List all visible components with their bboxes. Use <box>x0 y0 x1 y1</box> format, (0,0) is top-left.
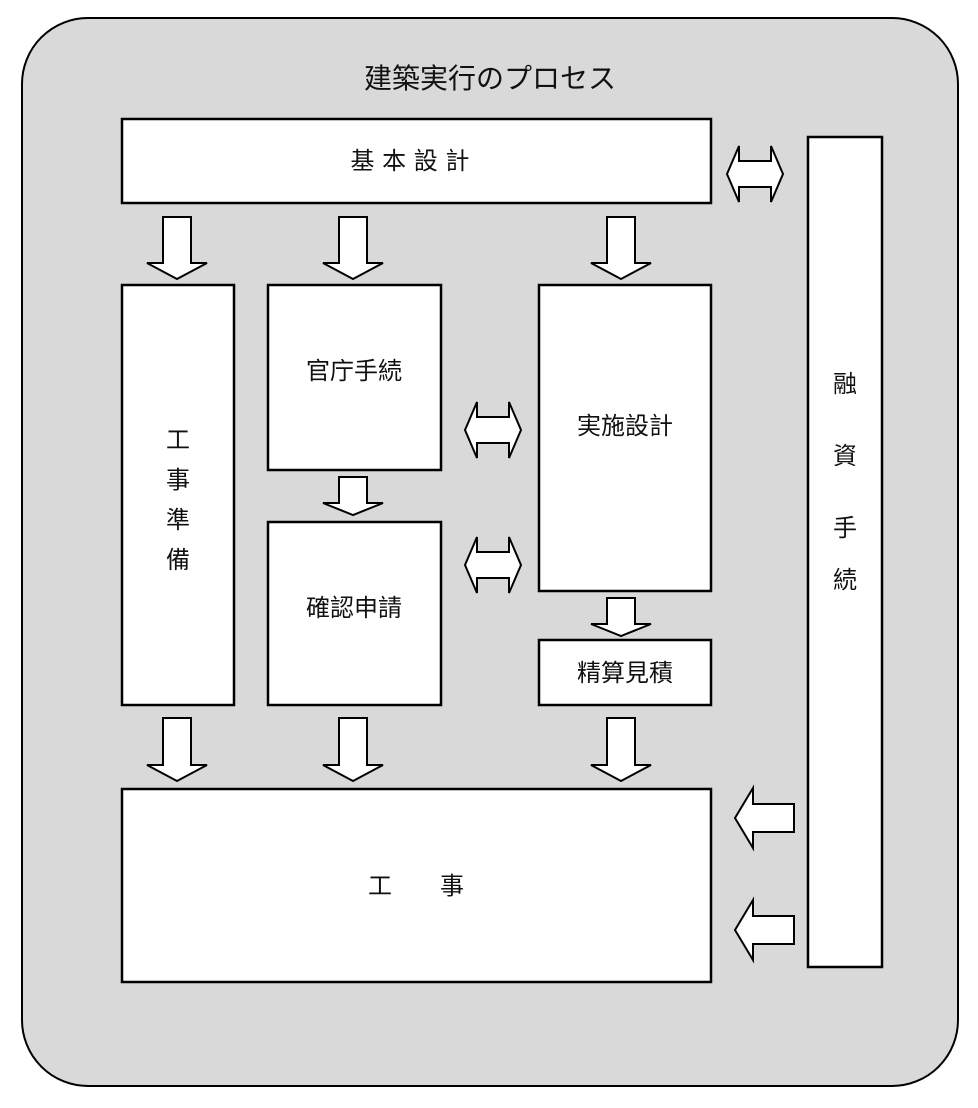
box-construction-prep: 工 事 準 備 <box>120 283 236 707</box>
double-arrow-icon <box>463 536 523 594</box>
diagram-title: 建築実行のプロセス <box>364 62 616 95</box>
left-arrow-icon <box>733 896 795 964</box>
down-arrow-icon <box>146 216 208 281</box>
box-final-estimate: 精算見積 <box>537 638 713 707</box>
down-arrow-icon <box>322 476 384 517</box>
double-arrow-icon <box>725 145 785 203</box>
detailed-design-label: 実施設計 <box>577 412 673 440</box>
box-basic-design: 基 本 設 計 <box>120 117 713 205</box>
financing-char: 手 <box>833 514 857 542</box>
financing-char: 融 <box>833 370 857 398</box>
box-financing: 融 資 手 続 <box>806 135 884 969</box>
box-confirmation-application: 確認申請 <box>266 520 443 707</box>
box-basic-design-label: 基 本 設 計 <box>351 147 470 175</box>
construction-prep-char: 準 <box>166 506 190 534</box>
construction-prep-char: 備 <box>166 546 190 574</box>
double-arrow-icon <box>463 401 523 459</box>
down-arrow-icon <box>590 597 652 638</box>
down-arrow-icon <box>590 717 652 783</box>
financing-char: 資 <box>833 442 857 470</box>
construction-prep-char: 事 <box>166 466 190 494</box>
box-government-procedures: 官庁手続 <box>266 283 443 472</box>
construction-prep-char: 工 <box>166 426 190 454</box>
box-construction: 工 事 <box>120 787 713 984</box>
final-estimate-label: 精算見積 <box>577 659 673 687</box>
down-arrow-icon <box>590 216 652 281</box>
confirmation-application-label: 確認申請 <box>306 594 402 622</box>
box-detailed-design: 実施設計 <box>537 283 713 593</box>
down-arrow-icon <box>322 216 384 281</box>
construction-label: 工 事 <box>368 872 464 900</box>
down-arrow-icon <box>146 717 208 783</box>
left-arrow-icon <box>733 784 795 852</box>
down-arrow-icon <box>322 717 384 783</box>
government-procedures-label: 官庁手続 <box>306 357 402 385</box>
financing-char: 続 <box>833 566 857 594</box>
